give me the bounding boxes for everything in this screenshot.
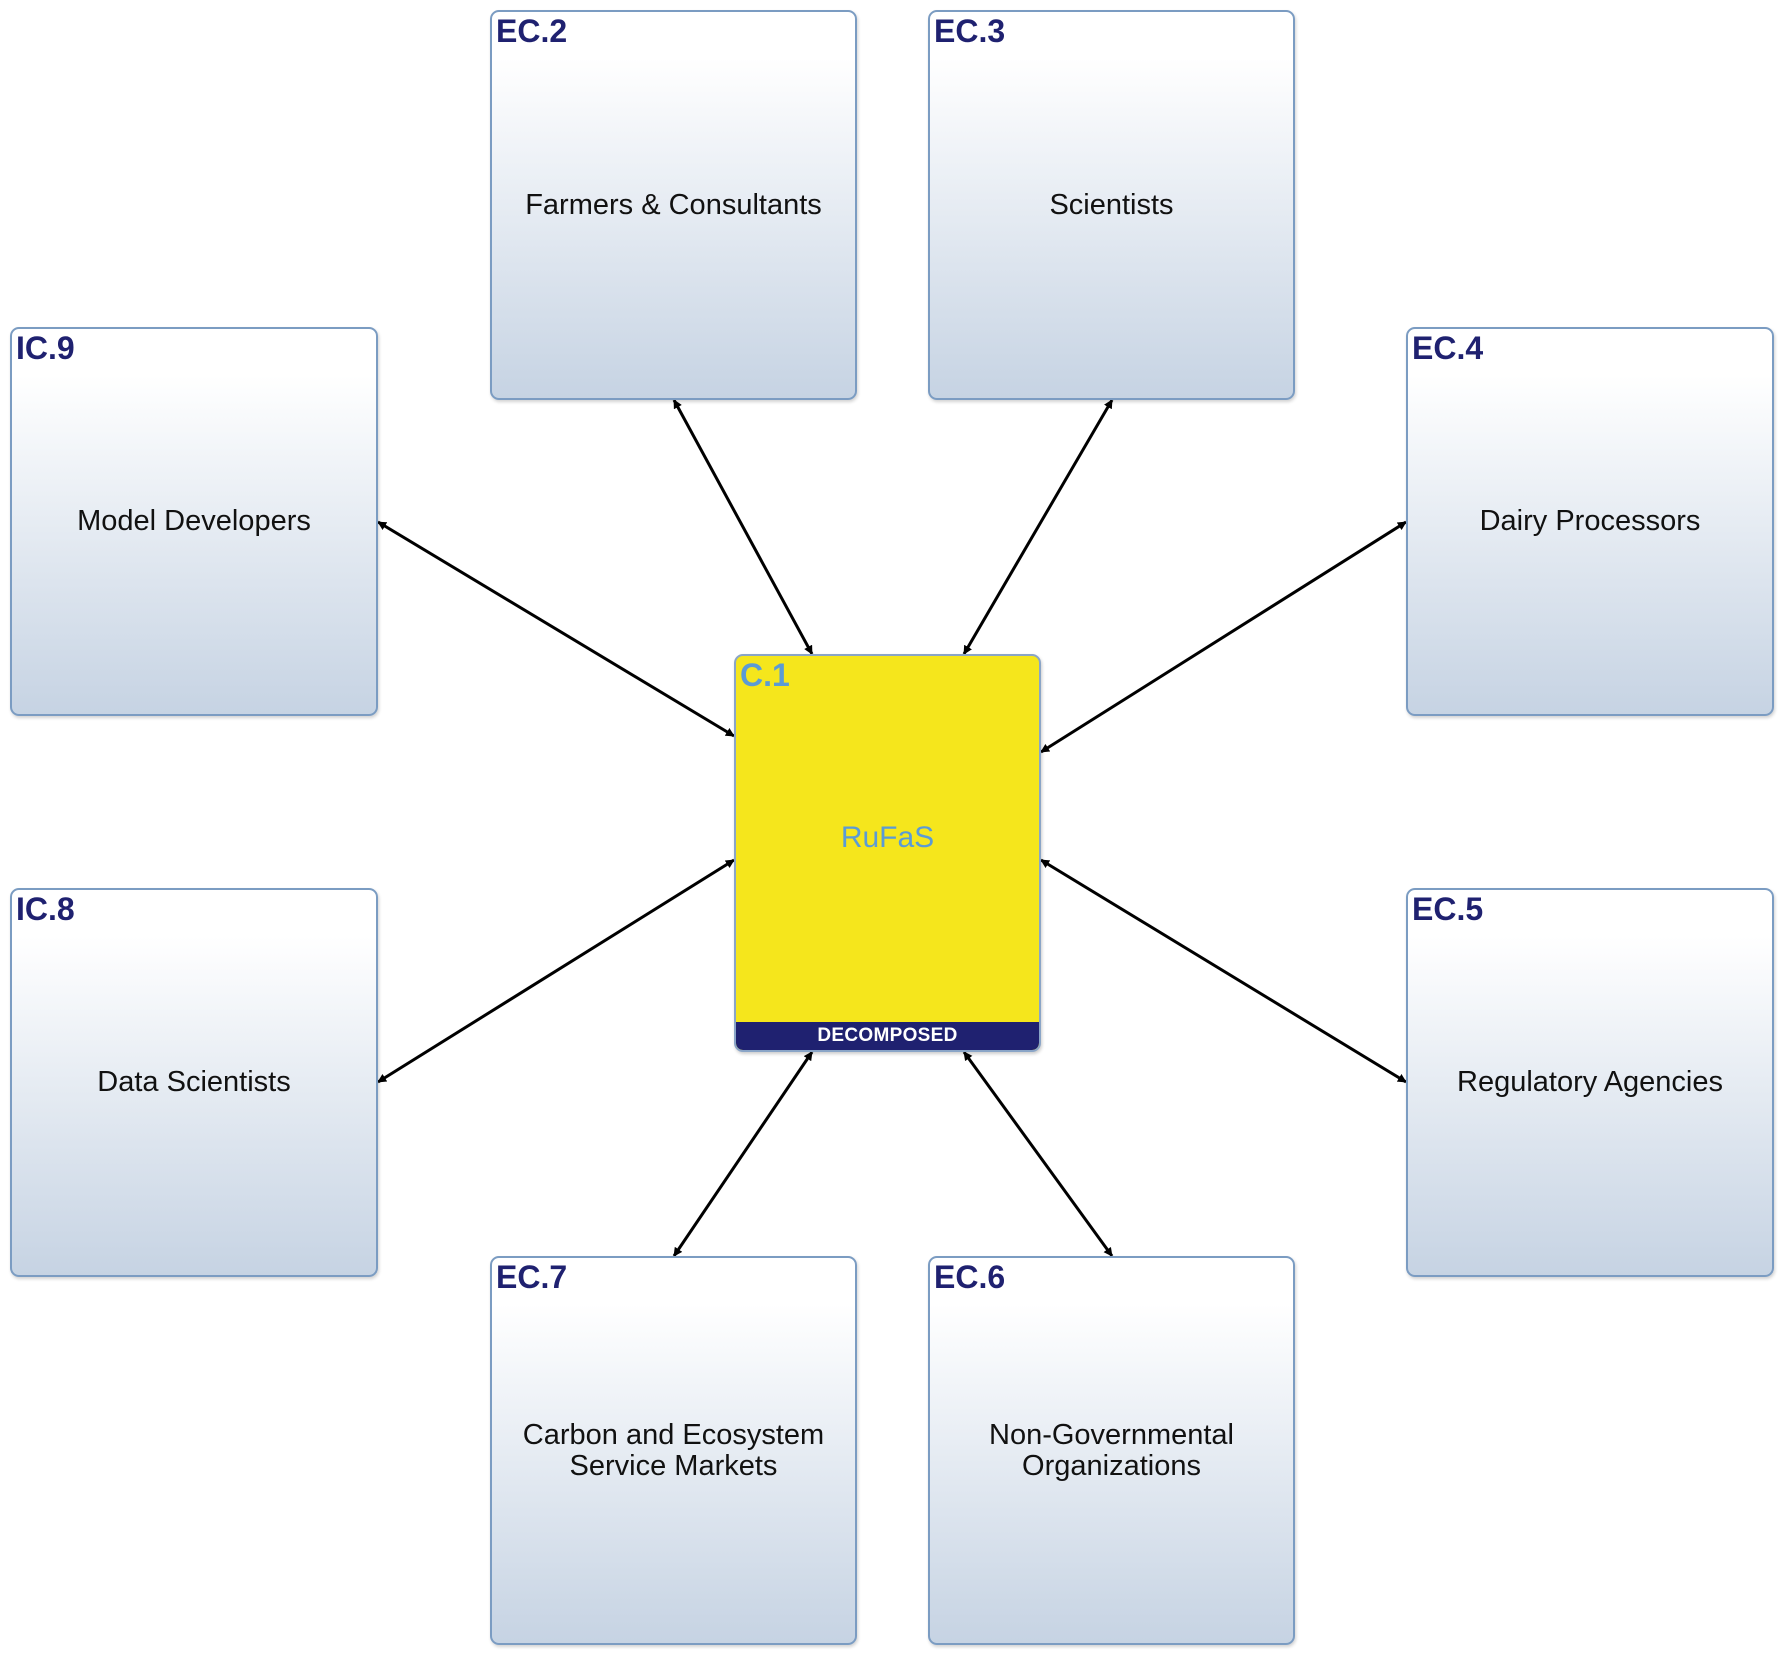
connector-c1-ic8[interactable] [377, 858, 735, 1084]
node-c1-rufas[interactable]: C.1 RuFaS DECOMPOSED [734, 654, 1041, 1052]
node-label: RuFaS [840, 821, 935, 854]
node-id: IC.8 [16, 891, 75, 927]
connector-c1-ec2[interactable] [672, 399, 814, 655]
node-id: EC.6 [934, 1259, 1006, 1295]
node-id: IC.9 [16, 330, 75, 366]
node-id: C.1 [740, 657, 790, 693]
node-ic8[interactable]: IC.8 Data Scientists [10, 888, 378, 1277]
connector-c1-ec7[interactable] [672, 1051, 814, 1257]
node-id: EC.3 [934, 13, 1006, 49]
node-label: Dairy Processors [1479, 505, 1701, 538]
node-label: Carbon and Ecosystem Service Markets [522, 1419, 825, 1482]
node-label: Scientists [1049, 188, 1174, 221]
node-ec7[interactable]: EC.7 Carbon and Ecosystem Service Market… [490, 1256, 857, 1645]
node-ec4[interactable]: EC.4 Dairy Processors [1406, 327, 1774, 716]
node-ec5[interactable]: EC.5 Regulatory Agencies [1406, 888, 1774, 1277]
node-ec2[interactable]: EC.2 Farmers & Consultants [490, 10, 857, 400]
node-id: EC.7 [496, 1259, 568, 1295]
node-label: Model Developers [77, 505, 311, 538]
node-label: Regulatory Agencies [1457, 1066, 1723, 1099]
connector-c1-ec6[interactable] [962, 1051, 1114, 1257]
node-label: Data Scientists [97, 1066, 291, 1099]
connector-c1-ec3[interactable] [962, 399, 1114, 655]
node-ec3[interactable]: EC.3 Scientists [928, 10, 1295, 400]
node-label: Non-Governmental Organizations [989, 1419, 1234, 1482]
node-label: Farmers & Consultants [525, 188, 822, 221]
node-ic9[interactable]: IC.9 Model Developers [10, 327, 378, 716]
connector-c1-ic9[interactable] [377, 520, 735, 738]
connector-c1-ec4[interactable] [1040, 520, 1407, 754]
node-ec6[interactable]: EC.6 Non-Governmental Organizations [928, 1256, 1295, 1645]
node-id: EC.5 [1412, 891, 1484, 927]
node-id: EC.2 [496, 13, 568, 49]
connector-c1-ec5[interactable] [1040, 858, 1407, 1084]
status-badge: DECOMPOSED [736, 1022, 1039, 1050]
node-id: EC.4 [1412, 330, 1484, 366]
